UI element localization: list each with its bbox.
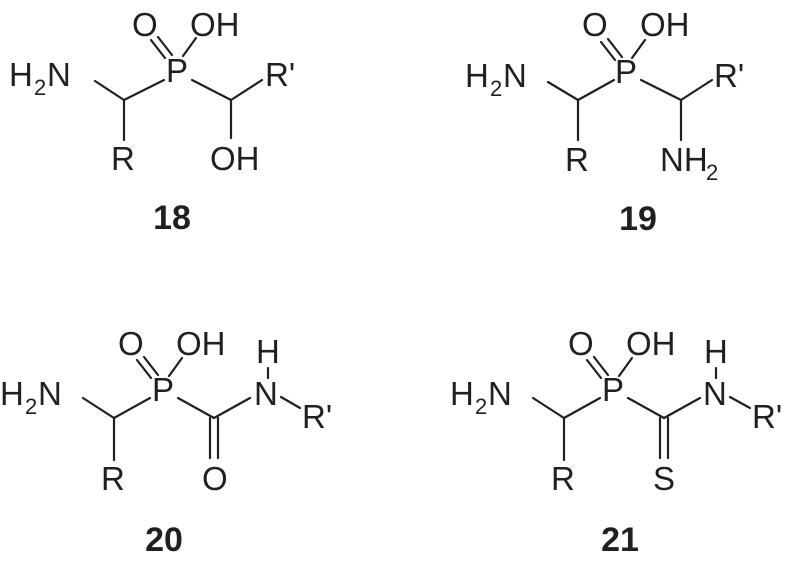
label-oh-19: OH	[640, 6, 690, 43]
label-rprime-20: R'	[302, 398, 332, 435]
label-oh2-18: OH	[210, 140, 260, 177]
label-o-20: O	[118, 325, 144, 362]
label-o-19: O	[582, 6, 608, 43]
label-2b-19: 2	[706, 160, 718, 185]
label-nh-19: NH	[660, 141, 708, 178]
label-o-21: O	[568, 325, 594, 362]
compound-number-19: 19	[619, 200, 657, 238]
bonds-21	[531, 355, 752, 462]
compound-19: H 2 N P O OH R R' NH 2 19	[465, 6, 744, 238]
label-r-21: R	[551, 460, 575, 497]
bonds-18	[93, 35, 264, 142]
compound-number-18: 18	[153, 199, 191, 237]
label-n-18: N	[47, 56, 71, 93]
label-h2-20: H	[0, 375, 24, 412]
compound-18: H 2 N P O OH R R' OH 18	[9, 6, 295, 237]
label-nh-n-21: N	[703, 375, 727, 412]
label-n-20: N	[38, 375, 62, 412]
label-rprime-18: R'	[265, 56, 295, 93]
bonds-19	[546, 37, 714, 142]
label-n-21: N	[488, 375, 512, 412]
compound-number-21: 21	[601, 521, 639, 559]
label-nh-h-21: H	[704, 333, 728, 370]
label-r-19: R	[565, 141, 589, 178]
label-2-18: 2	[34, 75, 46, 100]
label-rprime-21: R'	[752, 398, 782, 435]
compound-number-20: 20	[145, 521, 183, 559]
label-p-21: P	[602, 371, 624, 408]
label-o2-20: O	[202, 460, 228, 497]
label-oh-20: OH	[176, 325, 226, 362]
label-2-20: 2	[25, 394, 37, 419]
compound-20: H 2 N P O OH R H N R' O 20	[0, 325, 332, 559]
label-p-19: P	[615, 53, 637, 90]
label-h2-21: H	[450, 375, 474, 412]
label-s-21: S	[653, 460, 675, 497]
bonds-20	[81, 355, 302, 462]
label-o-18: O	[132, 6, 158, 43]
label-r-18: R	[111, 140, 135, 177]
label-oh-21: OH	[626, 325, 676, 362]
label-h2-19: H	[465, 57, 489, 94]
label-2-21: 2	[475, 394, 487, 419]
label-oh-18: OH	[190, 6, 240, 43]
label-p-18: P	[166, 52, 188, 89]
compound-21: H 2 N P O OH R H N R' S 21	[450, 325, 782, 559]
label-nh-n-20: N	[254, 375, 278, 412]
label-n-19: N	[503, 57, 527, 94]
label-p-20: P	[152, 371, 174, 408]
label-h2-18: H	[9, 56, 33, 93]
label-nh-h-20: H	[256, 333, 280, 370]
label-r-20: R	[101, 460, 125, 497]
label-2-19: 2	[490, 76, 502, 101]
label-rprime-19: R'	[714, 57, 744, 94]
